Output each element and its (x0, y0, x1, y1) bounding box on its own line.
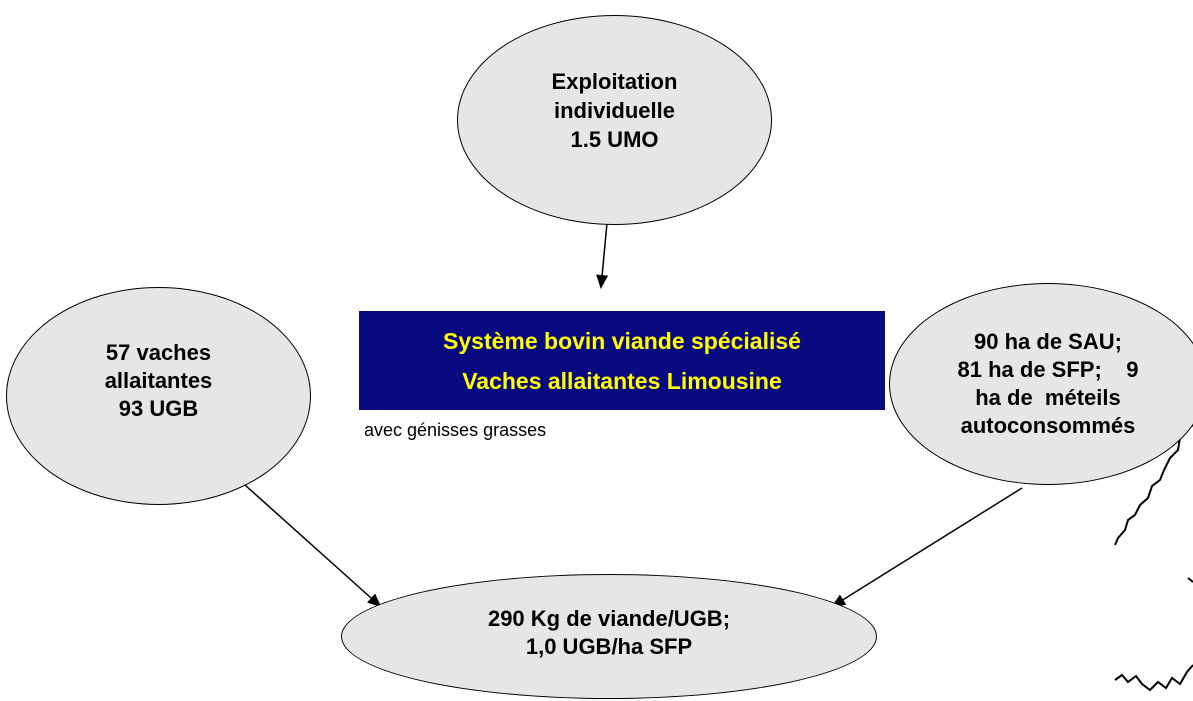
system-title-box: Système bovin viande spécialisé Vaches a… (359, 311, 885, 410)
arrow-right-to-bottom (831, 487, 1023, 608)
node-text-line: allaitantes (104, 368, 213, 393)
node-text-line: 90 ha de SAU; (974, 329, 1122, 354)
node-land-area: 90 ha de SAU; 81 ha de SFP; 9 ha de méte… (889, 283, 1193, 485)
map-border-fragment-tick (1187, 577, 1193, 583)
node-text-line: 1,0 UGB/ha SFP (525, 633, 693, 659)
node-text-line: autoconsommés (960, 413, 1136, 438)
node-text-line: 81 ha de SFP; 9 (957, 357, 1139, 382)
node-text-line: ha de méteils (975, 385, 1121, 410)
system-title-line: Système bovin viande spécialisé (443, 327, 801, 354)
node-text-line: individuelle (553, 97, 676, 123)
node-text-line: 57 vaches (105, 340, 212, 365)
node-text-line: 93 UGB (118, 396, 199, 421)
node-farm-structure: Exploitation individuelle 1.5 UMO (457, 15, 772, 225)
arrow-left-to-bottom (244, 484, 382, 608)
system-subtitle-line: Vaches allaitantes Limousine (462, 367, 782, 394)
node-productivity: 290 Kg de viande/UGB; 1,0 UGB/ha SFP (341, 574, 877, 699)
map-border-fragment-lower (1114, 664, 1193, 692)
node-herd: 57 vaches allaitantes 93 UGB (6, 287, 311, 505)
node-text-line: Exploitation (551, 68, 678, 94)
node-text-line: 290 Kg de viande/UGB; (487, 605, 731, 631)
node-text-line: 1.5 UMO (570, 126, 659, 152)
system-note: avec génisses grasses (364, 420, 547, 440)
